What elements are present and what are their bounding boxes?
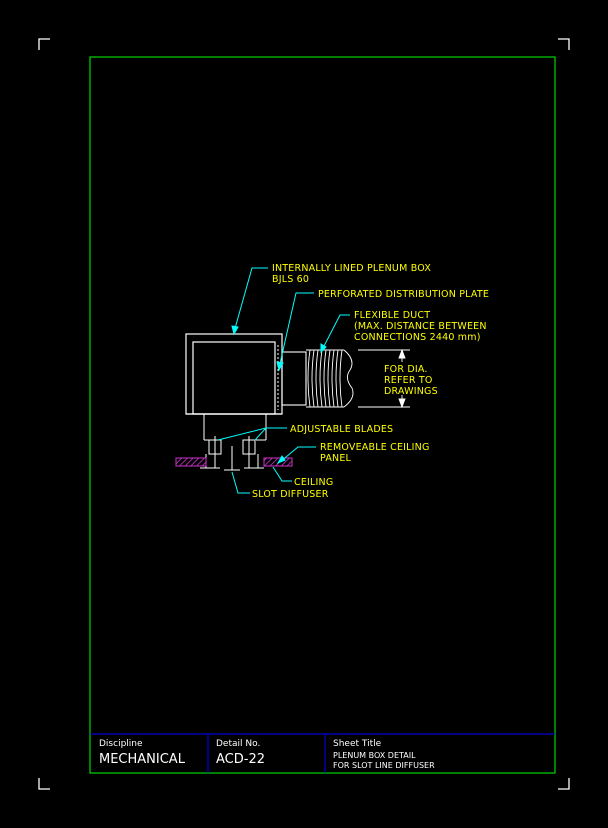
detail-no-label: Detail No. [216,739,260,749]
label-perforated-plate: PERFORATED DISTRIBUTION PLATE [318,289,489,300]
drawing-border [89,56,556,774]
label-ceiling-panel-1: REMOVEABLE CEILING [320,442,430,453]
detail-no-value: ACD-22 [216,752,265,767]
diameter-dimension [358,348,410,409]
title-block: Discipline MECHANICAL Detail No. ACD-22 … [90,733,555,773]
label-flex-duct-2: (MAX. DISTANCE BETWEEN [354,321,487,332]
label-flex-duct-3: CONNECTIONS 2440 mm) [354,332,481,343]
flexible-duct [306,349,354,408]
ceiling-panels [175,457,293,467]
annotation-labels: INTERNALLY LINED PLENUM BOX BJLS 60 PERF… [252,263,489,500]
label-slot-diffuser: SLOT DIFFUSER [252,489,329,500]
label-flex-duct-1: FLEXIBLE DUCT [354,310,430,321]
label-adjustable-blades: ADJUSTABLE BLADES [290,424,393,435]
label-dia-3: DRAWINGS [384,386,438,397]
duct-collar [281,351,307,406]
discipline-value: MECHANICAL [99,752,186,767]
sheet-title-label: Sheet Title [333,739,382,749]
slot-diffuser [200,414,267,471]
label-plenum-box-2: BJLS 60 [272,274,309,285]
sheet-title-line-2: FOR SLOT LINE DIFFUSER [333,761,435,770]
label-ceiling-panel-2: PANEL [320,453,352,464]
discipline-label: Discipline [99,739,143,749]
plenum-box [185,333,283,415]
label-dia-2: REFER TO [384,375,433,386]
sheet-title-line-1: PLENUM BOX DETAIL [333,751,416,760]
label-plenum-box-1: INTERNALLY LINED PLENUM BOX [272,263,431,274]
crop-marks [38,38,570,790]
leader-lines [217,267,350,494]
label-ceiling: CEILING [294,477,333,488]
label-dia-1: FOR DIA. [384,364,428,375]
